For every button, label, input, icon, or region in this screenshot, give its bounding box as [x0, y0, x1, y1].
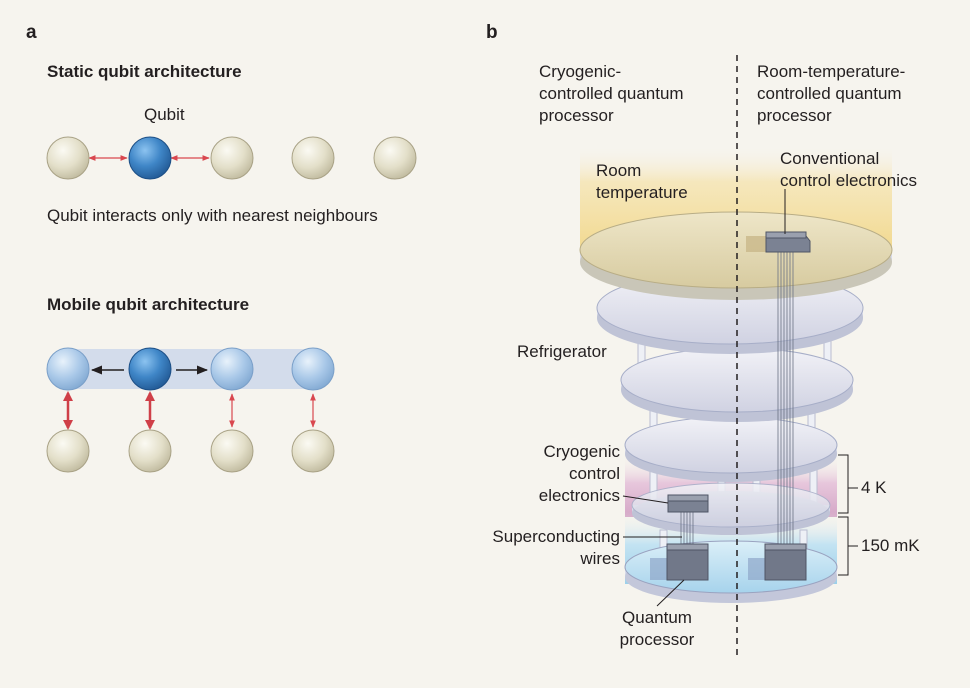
stage-disc-room	[579, 211, 893, 300]
active-qubit-circle	[128, 347, 172, 391]
room-temperature-label: Room temperature	[596, 160, 688, 204]
quantum-processor-right	[748, 543, 807, 581]
qubit-circle	[210, 347, 254, 391]
conventional-electronics-chip	[746, 231, 811, 253]
title-line: controlled quantum	[539, 84, 684, 103]
static-caption: Qubit interacts only with nearest neighb…	[47, 206, 378, 225]
title-line: processor	[539, 106, 614, 125]
temperature-brackets	[838, 454, 858, 576]
temperature-150mk-label: 150 mK	[861, 536, 920, 555]
label-line: temperature	[596, 183, 688, 202]
qubit-circle	[46, 347, 90, 391]
label-line: Superconducting	[492, 527, 620, 546]
label-line: wires	[580, 549, 620, 568]
qubit-circle	[373, 136, 417, 180]
refrigerator-label: Refrigerator	[517, 342, 607, 361]
room-temperature-wires	[777, 252, 794, 548]
qubit-circle	[291, 136, 335, 180]
cryogenic-electronics-chip	[667, 494, 709, 513]
static-architecture-heading: Static qubit architecture	[47, 62, 242, 81]
cryostat-illustration	[579, 55, 893, 660]
label-line: Cryogenic	[543, 442, 620, 461]
title-line: controlled quantum	[757, 84, 902, 103]
right-column-title: Room-temperature- controlled quantum pro…	[757, 61, 905, 127]
superconducting-wires	[680, 512, 694, 548]
static-qubit-row	[46, 136, 417, 180]
mobile-qubit-grid	[46, 347, 335, 473]
temperature-4k-label: 4 K	[861, 478, 887, 497]
qubit-circle	[291, 347, 335, 391]
label-line: processor	[619, 630, 695, 649]
label-line: Quantum	[622, 608, 692, 627]
quantum-processor-label: Quantum processor	[612, 607, 702, 651]
qubit-label: Qubit	[144, 105, 185, 124]
leader-lines	[622, 189, 786, 607]
quantum-processor-left	[650, 543, 709, 581]
qubit-circle	[210, 429, 254, 473]
title-line: processor	[757, 106, 832, 125]
qubit-circle	[128, 429, 172, 473]
stage-disc-4k	[631, 482, 831, 535]
qubit-circle	[291, 429, 335, 473]
cryogenic-electronics-label: Cryogenic control electronics	[539, 441, 620, 507]
left-column-title: Cryogenic- controlled quantum processor	[539, 61, 684, 127]
conventional-electronics-label: Conventional control electronics	[780, 148, 917, 192]
label-line: electronics	[538, 486, 620, 505]
label-line: control electronics	[780, 171, 918, 190]
qubit-circle	[46, 136, 90, 180]
mobile-architecture-heading: Mobile qubit architecture	[47, 295, 250, 314]
title-line: Cryogenic-	[539, 62, 622, 81]
label-line: control	[568, 464, 620, 483]
panel-a-letter: a	[26, 22, 37, 43]
active-qubit-circle	[128, 136, 172, 180]
label-line: Conventional	[780, 149, 880, 168]
qubit-circle	[210, 136, 254, 180]
shuttling-channel	[66, 349, 316, 389]
panel-b-letter: b	[486, 22, 498, 43]
label-line: Room	[596, 161, 642, 180]
stage-disc-4	[624, 416, 838, 482]
superconducting-wires-label: Superconducting wires	[492, 526, 620, 570]
title-line: Room-temperature-	[757, 62, 906, 81]
qubit-circle	[46, 429, 90, 473]
